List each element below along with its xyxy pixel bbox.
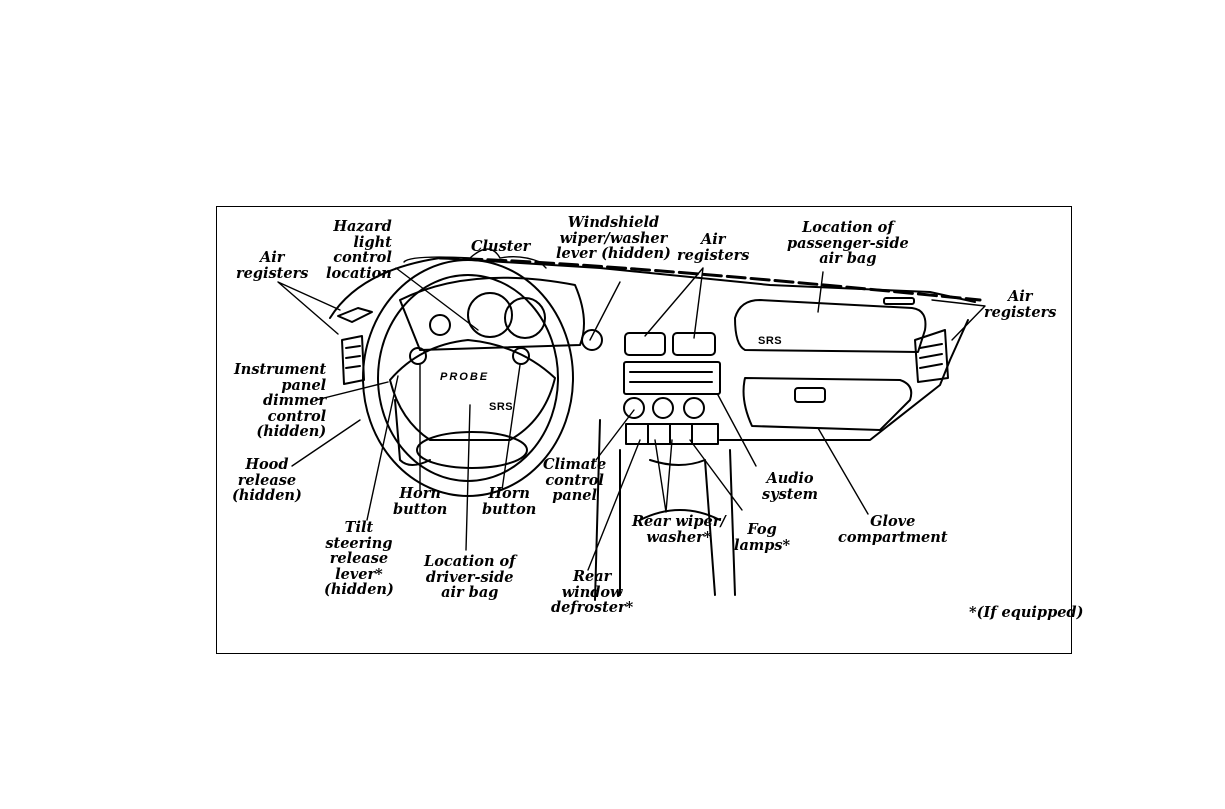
label-horn-left: Horn button bbox=[393, 485, 448, 518]
left-side-vent bbox=[341, 335, 365, 385]
label-air-registers-center: Air registers bbox=[677, 231, 750, 264]
climate-knob-3 bbox=[683, 397, 705, 419]
label-air-registers-right: Air registers bbox=[984, 288, 1057, 321]
label-instrument-panel: Instrument panel dimmer control (hidden) bbox=[234, 361, 327, 440]
label-rear-wiper: Rear wiper/ washer* bbox=[632, 513, 726, 546]
label-hazard: Hazard light control location bbox=[326, 218, 392, 282]
tach-gauge bbox=[467, 292, 513, 338]
console bbox=[619, 449, 736, 596]
footnote: *(If equipped) bbox=[969, 604, 1084, 621]
steering-hub bbox=[389, 339, 556, 441]
label-tilt-steering: Tilt steering release lever* (hidden) bbox=[324, 519, 394, 598]
diagram-frame bbox=[216, 206, 1072, 654]
passenger-airbag-panel bbox=[734, 299, 927, 353]
brand-logo: PROBE bbox=[440, 371, 490, 383]
label-cluster: Cluster bbox=[471, 238, 531, 255]
srs-wheel-badge: SRS bbox=[489, 401, 514, 413]
climate-knob-1 bbox=[623, 397, 645, 419]
horn-left-button bbox=[409, 347, 427, 365]
horn-right-button bbox=[512, 347, 530, 365]
label-horn-right: Horn button bbox=[482, 485, 537, 518]
label-driver-airbag: Location of driver-side air bag bbox=[424, 553, 516, 601]
label-passenger-airbag: Location of passenger-side air bag bbox=[787, 219, 909, 267]
right-side-vent bbox=[914, 329, 949, 383]
climate-knob-2 bbox=[652, 397, 674, 419]
label-windshield-wiper: Windshield wiper/washer lever (hidden) bbox=[556, 214, 671, 262]
audio-unit bbox=[623, 361, 721, 395]
leader-lines bbox=[277, 248, 986, 571]
steering-column bbox=[416, 431, 528, 469]
srs-passenger-badge: SRS bbox=[758, 335, 783, 347]
dash-lower-right bbox=[719, 319, 969, 441]
right-top-vent bbox=[883, 297, 915, 305]
dash-top-outline bbox=[329, 257, 976, 319]
label-glove-compartment: Glove compartment bbox=[838, 513, 948, 546]
label-hood-release: Hood release (hidden) bbox=[232, 456, 302, 504]
glove-latch bbox=[794, 387, 826, 403]
label-audio-system: Audio system bbox=[762, 470, 819, 503]
label-air-registers-left: Air registers bbox=[236, 249, 309, 282]
label-rear-defroster: Rear window defroster* bbox=[551, 568, 634, 616]
dash-top-edge bbox=[438, 256, 982, 302]
center-vent-left bbox=[624, 332, 666, 356]
label-fog-lamps: Fog lamps* bbox=[734, 521, 791, 554]
left-register bbox=[337, 307, 373, 323]
glove-box bbox=[742, 377, 913, 431]
label-climate-control: Climate control panel bbox=[543, 456, 607, 504]
